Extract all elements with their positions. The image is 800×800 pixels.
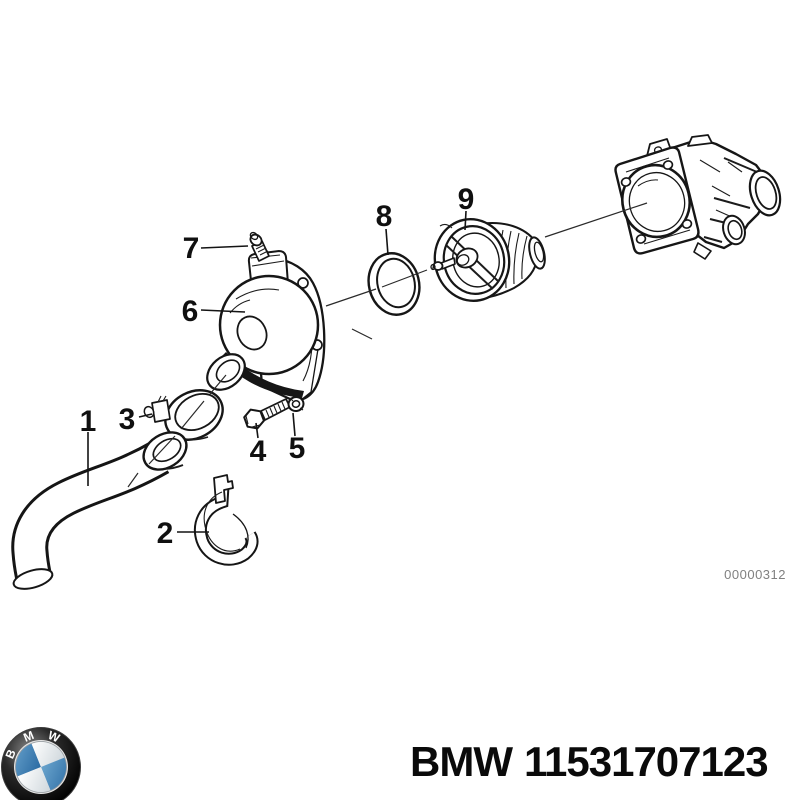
bmw-logo-quadrant-blue-br: [41, 757, 67, 791]
footer-brand: BMW: [410, 738, 513, 785]
bmw-logo-quadrant-white-bl: [17, 767, 51, 793]
bmw-logo: B M W: [1, 727, 81, 800]
housing-flange-part: [614, 134, 782, 260]
logo-letter-m: M: [21, 728, 36, 745]
part-5-washer: [287, 395, 305, 413]
bmw-logo-quadrant-white-tr: [31, 741, 65, 767]
footer-part-number: 11531707123: [524, 738, 768, 785]
leader-housing-to-washer: [300, 348, 319, 401]
callout-8: 8: [376, 200, 393, 233]
part-2-bracket-clamp: [193, 474, 259, 566]
part-1-hose: [11, 431, 188, 590]
part-6-housing-cover: [206, 250, 326, 402]
leader-9: [464, 210, 467, 231]
callout-2: 2: [157, 517, 174, 550]
diagram-watermark: 00000312: [724, 567, 786, 582]
part-3-hose-clamp: [143, 389, 224, 441]
leader-5: [292, 412, 296, 437]
part-4-bolt: [243, 398, 291, 430]
callout-9: 9: [458, 183, 475, 216]
callout-6: 6: [182, 295, 199, 328]
part-7-vent-screw: [249, 231, 270, 262]
part-9-thermostat: [430, 217, 546, 303]
bmw-logo-quadrant-blue-tl: [15, 743, 41, 777]
callout-7: 7: [183, 232, 200, 265]
callout-3: 3: [119, 403, 136, 436]
callout-leader-lines: [87, 210, 467, 533]
leader-3: [138, 413, 153, 418]
leader-8: [385, 228, 389, 256]
callout-labels: 1 2 3 4 5 6 7 8 9: [80, 183, 475, 550]
leader-7: [200, 245, 249, 249]
callout-4: 4: [250, 435, 267, 468]
callout-1: 1: [80, 405, 97, 438]
part-8-o-ring: [367, 252, 421, 316]
callout-5: 5: [289, 432, 306, 465]
leader-6: [200, 309, 246, 313]
assembly-axis-lines: [127, 202, 648, 488]
leader-4: [255, 422, 259, 439]
